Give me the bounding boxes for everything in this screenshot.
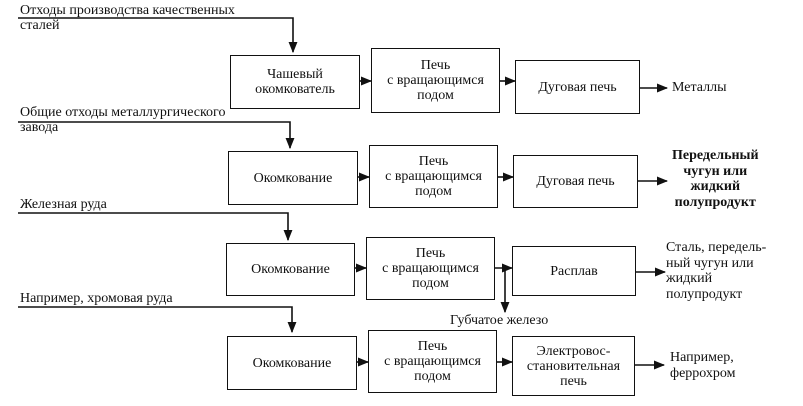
- row2-step1-box: Окомкование: [228, 151, 358, 205]
- row3-step1-box: Окомкование: [226, 243, 355, 296]
- row3-input-label: Железная руда: [20, 197, 107, 212]
- row1-step2-box: Печь с вращающимся подом: [371, 48, 500, 113]
- row4-output-label: Например, феррохром: [670, 350, 736, 381]
- row2-input-arrow: [18, 121, 295, 150]
- row2-step2-box: Печь с вращающимся подом: [369, 145, 498, 208]
- row3-input-arrow: [18, 212, 293, 242]
- row4-input-label: Например, хромовая руда: [20, 291, 173, 306]
- row4-input-arrow: [18, 306, 297, 334]
- row4-step2-box: Печь с вращающимся подом: [368, 330, 497, 393]
- row1-input-label: Отходы производства качественных сталей: [20, 3, 235, 33]
- row3-step2-box: Печь с вращающимся подом: [366, 237, 495, 300]
- row1-step1-box: Чашевый окомкователь: [230, 55, 360, 109]
- row1-input-arrow: [18, 17, 298, 54]
- row2-output-label: Передельный чугун или жидкий полупродукт: [672, 148, 759, 210]
- row1-output-label: Металлы: [672, 80, 727, 95]
- row1-step3-box: Дуговая печь: [515, 60, 640, 114]
- row3-step3-box: Расплав: [512, 246, 636, 296]
- row4-step3-box: Электровос- становительная печь: [512, 336, 635, 396]
- row3-output-label: Сталь, передель- ный чугун или жидкий по…: [666, 240, 767, 302]
- row3-side-output-label: Губчатое железо: [450, 313, 549, 328]
- row2-input-label: Общие отходы металлургического завода: [20, 105, 226, 135]
- row4-step1-box: Окомкование: [227, 336, 357, 390]
- row2-step3-box: Дуговая печь: [513, 155, 638, 208]
